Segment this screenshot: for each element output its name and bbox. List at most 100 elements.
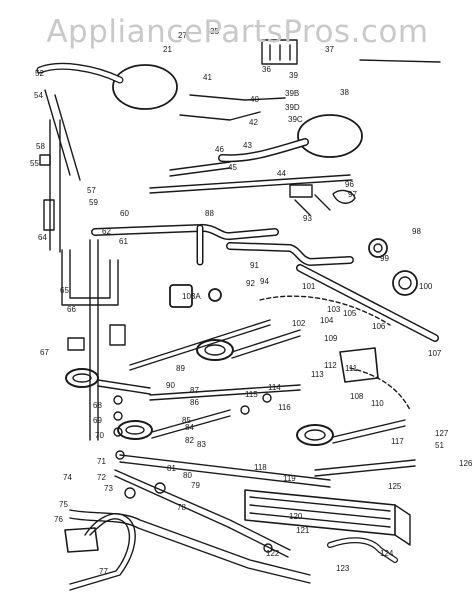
burner-cap-left (112, 64, 178, 110)
callout-label: 122 (266, 549, 280, 558)
callout-label: 55 (30, 159, 39, 168)
rod-117 (119, 454, 331, 488)
callout-label: 73 (104, 484, 113, 493)
callout-label: 76 (54, 515, 63, 524)
callout-label: 100 (419, 282, 433, 291)
callout-label: 42 (249, 118, 258, 127)
callout-label: 39C (288, 115, 303, 124)
callout-label: 82 (185, 436, 194, 445)
callout-label: 58 (36, 142, 45, 151)
electrode-45 (169, 161, 231, 177)
dashed-line (259, 295, 391, 326)
callout-label: 108 (350, 392, 364, 401)
callout-label: 62 (102, 227, 111, 236)
nut-66 (113, 395, 123, 405)
callout-label: 74 (63, 473, 72, 482)
rod-101 (129, 319, 271, 371)
callout-label: 117 (391, 437, 404, 446)
nut-67 (113, 411, 123, 421)
callout-label: 57 (87, 186, 96, 195)
callout-label: 86 (190, 398, 199, 407)
callout-label: 64 (38, 233, 47, 242)
clip-65 (67, 337, 85, 351)
callout-label: 107 (428, 349, 442, 358)
callout-label: 116 (278, 403, 291, 412)
callout-label: 21 (163, 45, 172, 54)
callout-label: 27 (178, 31, 187, 40)
callout-label: 59 (89, 198, 98, 207)
part-61 (43, 199, 55, 231)
callout-label: 92 (246, 279, 255, 288)
callout-label: 93 (303, 214, 312, 223)
callout-label: 77 (99, 567, 108, 576)
callout-label: 123 (336, 564, 350, 573)
callout-label: 94 (260, 277, 269, 286)
burner-head-left (65, 368, 99, 388)
callout-label: 97 (348, 190, 357, 199)
leaf-97 (332, 189, 356, 204)
callout-label: 126 (459, 459, 473, 468)
callout-label: 105 (343, 309, 357, 318)
callout-label: 38 (340, 88, 349, 97)
callout-label: 91 (250, 261, 259, 270)
callout-label: 72 (97, 473, 106, 482)
callout-label: 114 (268, 383, 281, 392)
callout-label: 43 (243, 141, 252, 150)
wire-42 (179, 111, 261, 121)
callout-label: 98 (412, 227, 421, 236)
valve-73 (64, 527, 99, 553)
pipe-76 (114, 469, 291, 551)
burner-head-87 (196, 339, 234, 361)
callout-label: 111 (345, 364, 358, 373)
callout-label: 88 (205, 209, 214, 218)
callout-label: 67 (40, 348, 49, 357)
callout-label: 37 (325, 45, 334, 54)
callout-label: 44 (277, 169, 286, 178)
nut-113 (262, 393, 272, 403)
callout-label: 99 (380, 254, 389, 263)
burner-head-116 (296, 424, 334, 446)
callout-label: 104 (320, 316, 334, 325)
grommet-100 (392, 270, 418, 296)
nut-77 (154, 482, 166, 494)
burner-head-mid (117, 420, 153, 440)
tube-64 (89, 239, 99, 441)
callout-label: 60 (120, 209, 129, 218)
callout-label: 89 (176, 364, 185, 373)
callout-label: 39D (285, 103, 300, 112)
callout-label: 45 (228, 163, 237, 172)
callout-label: 125 (388, 482, 402, 491)
callout-label: 61 (119, 237, 128, 246)
cable-40 (189, 94, 286, 101)
callout-label: 85 (182, 416, 191, 425)
grommet-98 (368, 238, 388, 258)
nut-92 (208, 288, 222, 302)
callout-label: 79 (191, 481, 200, 490)
callout-label: 54 (34, 91, 43, 100)
part-55 (39, 154, 51, 166)
callout-label: 124 (380, 549, 394, 558)
valve-108 (339, 347, 379, 383)
callout-label: 69 (93, 416, 102, 425)
callout-label: 120 (289, 512, 303, 521)
part-107 (169, 284, 193, 308)
callout-label: 39 (289, 71, 298, 80)
callout-label: 81 (167, 464, 176, 473)
callout-label: 40 (250, 95, 259, 104)
callout-label: 83 (197, 440, 206, 449)
callout-label: 78 (177, 503, 186, 512)
callout-label: 46 (215, 145, 224, 154)
pipe-127 (314, 459, 416, 477)
nut-69 (115, 450, 125, 460)
part-90 (109, 324, 126, 346)
callout-label: 68 (93, 401, 102, 410)
callout-label: 52 (35, 69, 44, 78)
callout-label: 110 (371, 399, 384, 408)
callout-label: 84 (185, 423, 194, 432)
callout-label: 106 (372, 322, 386, 331)
callout-label: 41 (203, 73, 212, 82)
callout-label: 127 (435, 429, 449, 438)
arrow-39 (359, 59, 441, 63)
callout-label: 71 (97, 457, 106, 466)
